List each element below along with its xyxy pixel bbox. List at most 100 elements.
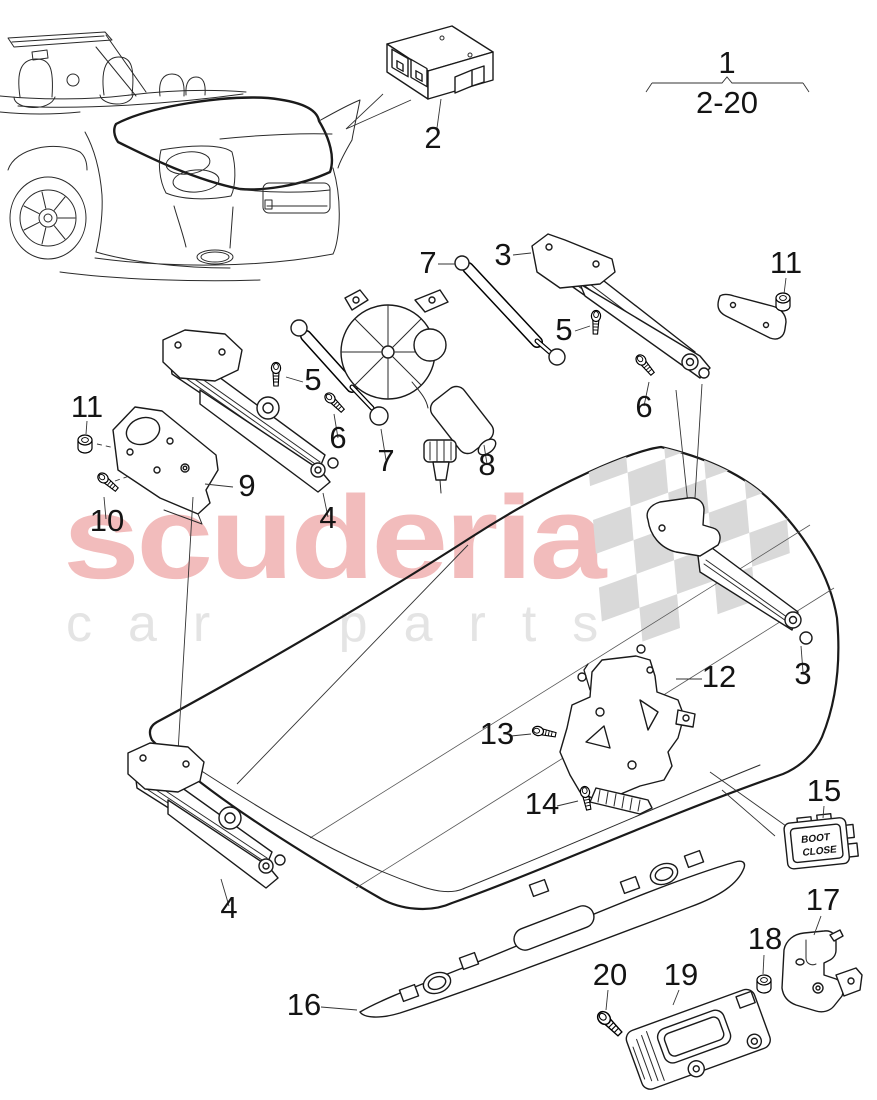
plate-hole-inner: [182, 465, 188, 471]
callout-7-upper[interactable]: 7: [419, 245, 436, 280]
hinge-pin: [698, 367, 710, 379]
plate-hole: [153, 466, 161, 474]
bracket-17-drawing: [781, 929, 863, 1013]
callout-6-right[interactable]: 6: [635, 389, 652, 424]
leader-11-left: [85, 420, 88, 435]
wheel-hub: [38, 208, 58, 228]
leader-19: [672, 989, 680, 1006]
lock-lever: [583, 663, 591, 691]
callout-1-range[interactable]: 2-20: [696, 85, 758, 120]
plate-flange: [163, 509, 203, 525]
callout-11-left[interactable]: 11: [71, 389, 103, 424]
tail-light-lower: [172, 169, 220, 193]
hinge-right-position-leaders: [675, 383, 703, 515]
callout-15[interactable]: 15: [807, 773, 841, 808]
tonneau-deck: [0, 89, 247, 115]
car-trunk-lid-outline: [113, 96, 334, 191]
link-plate-hole: [762, 321, 770, 329]
roll-hoop: [66, 73, 80, 87]
brand-tagline-text: car parts: [66, 595, 634, 653]
callout-8[interactable]: 8: [478, 447, 495, 482]
leader-2: [436, 98, 442, 129]
a-pillar: [95, 34, 147, 97]
bracket-17-hole-inner: [815, 985, 821, 991]
leader-10: [103, 496, 107, 520]
drive-motor-drawing: [340, 289, 497, 494]
callout-12[interactable]: 12: [702, 659, 736, 694]
callout-3-upper[interactable]: 3: [494, 237, 511, 272]
tail-light-cluster: [158, 145, 236, 200]
hinge-left-upper-drawing: [162, 329, 339, 493]
callout-6-left[interactable]: 6: [329, 420, 346, 455]
callout-7-lower[interactable]: 7: [377, 443, 394, 478]
plate-large-hole: [125, 416, 161, 446]
motor-spokes: [341, 305, 435, 399]
leader-16: [320, 1006, 358, 1011]
rocker-bumper-lines: [59, 251, 334, 282]
callout-18[interactable]: 18: [748, 921, 782, 956]
latch-module-recess-inner: [663, 1016, 725, 1057]
connector-pin: [439, 479, 442, 494]
callout-14[interactable]: 14: [525, 786, 559, 821]
nut-11-right: [775, 292, 791, 312]
leader-6-left: [333, 413, 339, 439]
callout-5-right[interactable]: 5: [555, 312, 572, 347]
trim-strip-drawing: [359, 849, 746, 1018]
callout-1[interactable]: 1: [718, 45, 735, 80]
callout-17[interactable]: 17: [806, 882, 840, 917]
lock-ear-hole: [682, 714, 690, 722]
hinge-lower-position-leaders: [177, 496, 469, 785]
hinge-pivot-hole: [224, 812, 236, 824]
callout-19[interactable]: 19: [664, 957, 698, 992]
bolt-13: [531, 724, 558, 740]
callout-3-installed[interactable]: 3: [794, 656, 811, 691]
leader-7-lower: [380, 428, 387, 461]
callout-20[interactable]: 20: [593, 957, 627, 992]
license-plate-recess: [262, 182, 331, 214]
callout-13[interactable]: 13: [480, 716, 514, 751]
trim-clips: [398, 849, 705, 1003]
callout-9[interactable]: 9: [238, 468, 255, 503]
bumper-edge: [236, 167, 340, 255]
hinge-left-lower-drawing: [127, 496, 469, 889]
bracket-17-hole: [847, 977, 855, 985]
plate-hole: [166, 437, 174, 445]
striker-base: [589, 787, 653, 815]
installed-hinge-pivot-hole: [788, 615, 798, 625]
latch-module-boss-hole: [692, 1065, 700, 1073]
hinge-left-link: [199, 389, 331, 493]
wheel-rim: [19, 189, 77, 247]
callout-10[interactable]: 10: [90, 503, 124, 538]
callout-16[interactable]: 16: [287, 987, 321, 1022]
hinge-right-drawing: [531, 233, 787, 515]
bracket-17-notch: [805, 939, 817, 966]
mount-plate-drawing: [96, 406, 219, 525]
bracket-17-tab: [829, 929, 844, 942]
callout-4-upper[interactable]: 4: [319, 500, 336, 535]
callout-11-right[interactable]: 11: [770, 245, 802, 280]
lid-hole: [636, 644, 646, 654]
callout-labels: 2 3 3 4 4 5 5 6 6 7 7 8 9 10 11 11 12 13…: [71, 120, 841, 1022]
strut-ball-end: [290, 319, 308, 337]
leader-20: [605, 989, 609, 1011]
callout-5-left[interactable]: 5: [304, 362, 321, 397]
boot-close-switch-drawing: BOOT CLOSE: [709, 771, 859, 870]
callout-2[interactable]: 2: [424, 120, 441, 155]
license-plate-detail: [264, 199, 328, 210]
lock-bracket-drawing: [559, 655, 696, 815]
leader-5-right: [574, 325, 591, 332]
module-screw: [439, 35, 445, 41]
leader-5-left: [285, 376, 304, 383]
lock-hole: [646, 666, 654, 674]
lock-cutout: [585, 725, 611, 749]
switch-face: [789, 823, 844, 864]
exhaust-outer: [196, 249, 234, 265]
striker-hatch: [597, 789, 641, 812]
callout-4-lower[interactable]: 4: [220, 890, 237, 925]
shutlines: [173, 205, 234, 249]
hinge-pivot-hole: [314, 466, 322, 474]
motor-cable: [411, 381, 429, 409]
mirror: [31, 49, 49, 61]
bracket-hole: [139, 754, 147, 762]
switch-position-leaders: [709, 771, 787, 837]
